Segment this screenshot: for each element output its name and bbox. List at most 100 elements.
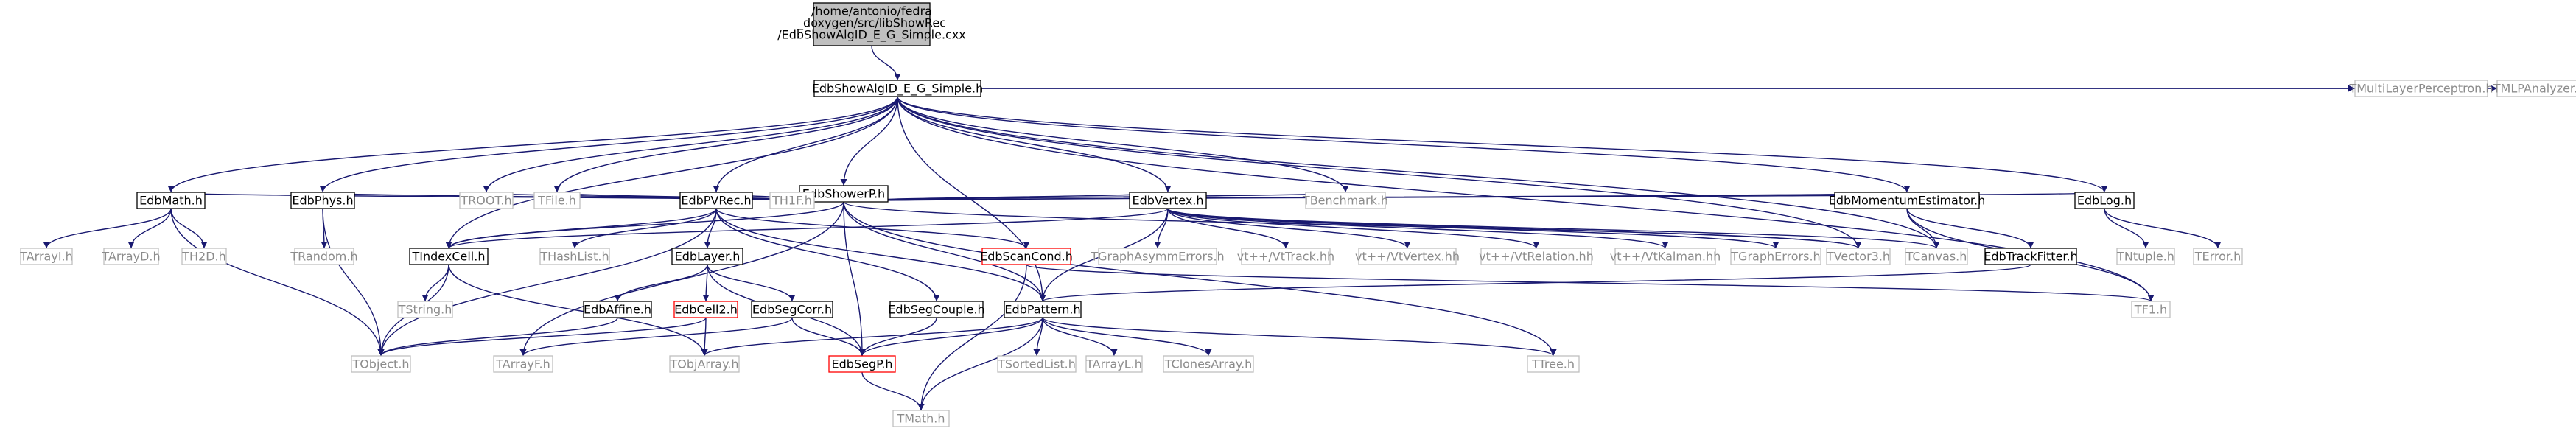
edge-edbsegp-to-tmath [861, 371, 925, 411]
node-box [1826, 248, 1891, 265]
node-edbaffine[interactable]: EdbAffine.h [583, 301, 652, 318]
node-showalg[interactable]: EdbShowAlgID_E_G_Simple.h [812, 80, 984, 97]
node-tarrayd[interactable]: TArrayD.h [101, 248, 161, 265]
node-edbsegcorr[interactable]: EdbSegCorr.h [751, 301, 833, 318]
edge-edbmath-to-tarrayd [127, 208, 172, 249]
node-tarrayl[interactable]: TArrayL.h [1085, 355, 1143, 373]
node-showerp[interactable]: EdbShowerP.h [799, 185, 889, 203]
node-tvector3[interactable]: TVector3.h [1826, 248, 1891, 265]
node-terror[interactable]: TError.h [2193, 248, 2243, 265]
node-box [679, 192, 753, 209]
node-box [1004, 301, 1082, 318]
node-edbmath[interactable]: EdbMath.h [136, 192, 206, 209]
node-vtkalman[interactable]: vt++/VtKalman.hh [1610, 248, 1721, 265]
node-label: EdbVertex.h [1132, 194, 1203, 208]
node-th1f[interactable]: TH1F.h [769, 192, 815, 209]
node-ttree[interactable]: TTree.h [1527, 355, 1580, 373]
node-box [751, 301, 833, 318]
node-tstring[interactable]: TString.h [397, 301, 453, 318]
node-tsortedlist[interactable]: TSortedList.h [997, 355, 1077, 373]
node-trandom[interactable]: TRandom.h [290, 248, 358, 265]
node-label: EdbSegP.h [832, 357, 893, 371]
node-label: TArrayL.h [1085, 357, 1142, 371]
node-box [290, 192, 355, 209]
edge-edbsegcorr-to-tarrayf [519, 317, 793, 357]
node-box [769, 192, 815, 209]
edge-edbscancond-to-tmath [917, 264, 1027, 411]
node-thashlist[interactable]: THashList.h [539, 248, 610, 265]
node-tntuple[interactable]: TNtuple.h [2116, 248, 2175, 265]
node-vtvertex[interactable]: vt++/VtVertex.hh [1355, 248, 1460, 265]
edge-tindexcell-to-tobjarray [448, 264, 708, 357]
edge-edbpvrec-to-thashlist [571, 208, 717, 249]
node-edbtrackfitter[interactable]: EdbTrackFitter.h [1984, 248, 2078, 265]
edge-edbvertex-to-vtvertex [1167, 208, 1411, 249]
edge-showalg-to-showerp [840, 96, 898, 186]
root-path-line-2: _doxygen/src/libShowRec [797, 16, 946, 31]
node-label: EdbMomentumEstimator.h [1829, 194, 1986, 208]
node-tobject[interactable]: TObject.h [351, 355, 411, 373]
node-box [539, 248, 610, 265]
node-edblog[interactable]: EdbLog.h [2074, 192, 2135, 209]
node-box [294, 248, 354, 265]
node-tcanvas[interactable]: TCanvas.h [1905, 248, 1968, 265]
edge-edbvertex-to-tgrapherrors [1167, 208, 1779, 249]
node-tf1[interactable]: TF1.h [2131, 301, 2171, 318]
node-label: EdbTrackFitter.h [1984, 250, 2078, 264]
node-tfile[interactable]: TFile.h [533, 192, 581, 209]
node-label: TMath.h [896, 412, 945, 426]
node-edbphys[interactable]: EdbPhys.h [290, 192, 355, 209]
node-edblayer[interactable]: EdbLayer.h [671, 248, 743, 265]
node-vtrelation[interactable]: vt++/VtRelation.hh [1479, 248, 1594, 265]
node-box [1098, 248, 1217, 265]
node-box [1085, 355, 1143, 373]
node-momest[interactable]: EdbMomentumEstimator.h [1829, 192, 1986, 209]
node-tmath[interactable]: TMath.h [892, 410, 950, 427]
node-label: TH1F.h [771, 194, 812, 208]
node-label: TMultiLayerPerceptron.h [2348, 82, 2493, 96]
node-vttrack[interactable]: vt++/VtTrack.hh [1237, 248, 1334, 265]
node-th2d[interactable]: TH2D.h [181, 248, 227, 265]
node-tmlpan[interactable]: TMLPAnalyzer.h [2493, 80, 2576, 97]
node-label: TArrayD.h [101, 250, 160, 264]
node-edbsegcouple[interactable]: EdbSegCouple.h [888, 301, 985, 318]
edge-showalg-to-edbvertex [897, 96, 1172, 193]
node-tbenchmark[interactable]: TBenchmark.h [1302, 192, 1388, 209]
node-edbsegp[interactable]: EdbSegP.h [828, 355, 896, 373]
node-box [981, 248, 1071, 265]
edge-edbvertex-to-tindexcell [445, 208, 1169, 249]
node-tarrayf[interactable]: TArrayF.h [493, 355, 553, 373]
node-box [2496, 80, 2576, 97]
node-tclonesarray[interactable]: TClonesArray.h [1163, 355, 1254, 373]
node-edbvertex[interactable]: EdbVertex.h [1129, 192, 1207, 209]
edge-edbcell2-to-tobjarray [701, 317, 708, 357]
edge-showalg-to-edblog [897, 96, 2108, 193]
edge-edbvertex-to-tcanvas [1167, 208, 1940, 249]
edge-showalg-to-tcanvas [897, 96, 1940, 249]
node-edbpvrec[interactable]: EdbPVRec.h [679, 192, 753, 209]
node-tmlp[interactable]: TMultiLayerPerceptron.h [2348, 80, 2493, 97]
node-tindexcell[interactable]: TIndexCell.h [409, 248, 489, 265]
edge-showerp-to-tarrayf [519, 201, 844, 357]
node-tgrapherrors[interactable]: TGraphErrors.h [1730, 248, 1821, 265]
edge-edbvertex-to-vttrack [1167, 208, 1289, 249]
node-edbscancond[interactable]: EdbScanCond.h [980, 248, 1073, 265]
node-box [889, 301, 984, 318]
edge-edblayer-to-edbaffine [614, 264, 708, 302]
edge-edbaffine-to-tobject [377, 317, 618, 357]
node-box [2354, 80, 2488, 97]
node-edbpattern[interactable]: EdbPattern.h [1004, 301, 1082, 318]
node-tobjarray[interactable]: TObjArray.h [669, 355, 740, 373]
edge-edbpvrec-to-edbscancond [715, 208, 1030, 249]
node-tgraphasym[interactable]: TGraphAsymmErrors.h [1090, 248, 1225, 265]
node-label: EdbShowAlgID_E_G_Simple.h [812, 82, 984, 97]
edge-tindexcell-to-tstring [421, 264, 449, 302]
node-label: TROOT.h [460, 194, 511, 208]
node-edbcell2[interactable]: EdbCell2.h [673, 301, 738, 318]
edge-showalg-to-edbphys [319, 96, 898, 193]
node-tarrayi[interactable]: TArrayI.h [19, 248, 73, 265]
node-troot[interactable]: TROOT.h [459, 192, 514, 209]
node-box [1905, 248, 1968, 265]
edge-edbpvrec-to-tindexcell [445, 208, 717, 249]
root-path-line-1: /home/antonio/fedra [811, 4, 932, 18]
